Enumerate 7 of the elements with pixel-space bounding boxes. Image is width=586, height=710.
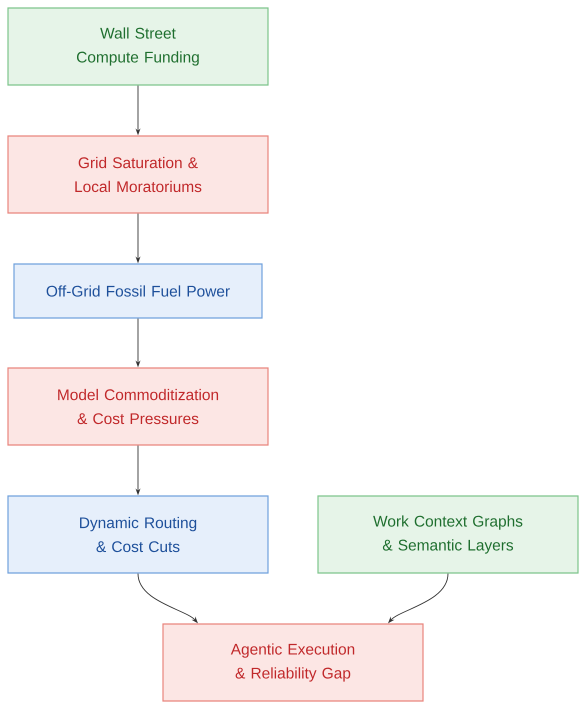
process-box: Dynamic Routing & Cost Cuts [7,495,269,574]
process-box: Model Commoditization & Cost Pressures [7,367,269,446]
process-box: Off-Grid Fossil Fuel Power [13,263,263,319]
process-box: Work Context Graphs & Semantic Layers [317,495,579,574]
process-box: Agentic Execution & Reliability Gap [162,623,424,702]
process-box: Wall Street Compute Funding [7,7,269,86]
process-box: Grid Saturation & Local Moratoriums [7,135,269,214]
